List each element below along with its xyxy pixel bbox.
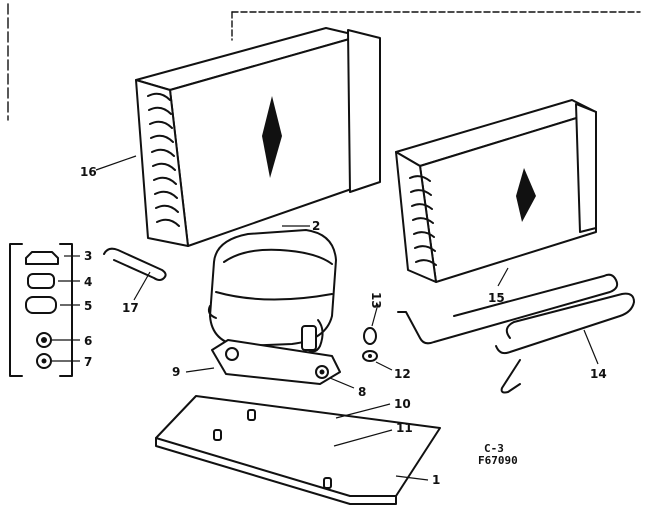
mounting-plate xyxy=(211,339,341,385)
nut xyxy=(36,353,52,369)
label-14: 14 xyxy=(590,367,607,381)
coil-large-arrow xyxy=(262,96,282,178)
label-6: 6 xyxy=(84,334,92,348)
label-17: 17 xyxy=(122,301,139,315)
gasket-small xyxy=(27,273,55,289)
label-9: 9 xyxy=(172,365,180,379)
label-13: 13 xyxy=(369,292,383,309)
coil-large xyxy=(135,27,381,247)
label-10: 10 xyxy=(394,397,411,411)
figure-number: F67090 xyxy=(478,454,518,467)
label-5: 5 xyxy=(84,299,92,313)
label-1: 1 xyxy=(432,473,440,487)
label-8: 8 xyxy=(358,385,366,399)
hairpin-tube xyxy=(397,273,635,394)
coil-small-tubes xyxy=(409,175,437,266)
base-pan xyxy=(155,395,441,505)
coil-small xyxy=(395,99,597,283)
small-parts-box xyxy=(9,243,73,377)
label-12: 12 xyxy=(394,367,411,381)
label-2: 2 xyxy=(312,219,320,233)
frame-lines xyxy=(7,3,641,121)
compressor xyxy=(207,229,337,353)
figure-code: C-3 F67090 xyxy=(478,442,518,467)
label-16: 16 xyxy=(80,165,97,179)
grommet-stack xyxy=(362,327,378,362)
label-7: 7 xyxy=(84,355,92,369)
figure-section: C-3 xyxy=(484,442,504,455)
tube-bent xyxy=(103,247,167,281)
grommet xyxy=(36,332,52,348)
label-3: 3 xyxy=(84,249,92,263)
coil-large-tubes xyxy=(147,92,180,227)
callout-labels: 16 2 3 4 5 6 7 17 13 12 9 8 10 11 15 14 … xyxy=(80,165,607,487)
label-4: 4 xyxy=(84,275,92,289)
clip xyxy=(25,251,59,265)
gasket-large xyxy=(25,296,57,314)
label-11: 11 xyxy=(396,421,413,435)
leader-lines xyxy=(52,155,599,481)
label-15: 15 xyxy=(488,291,505,305)
coil-small-arrow xyxy=(516,168,536,222)
